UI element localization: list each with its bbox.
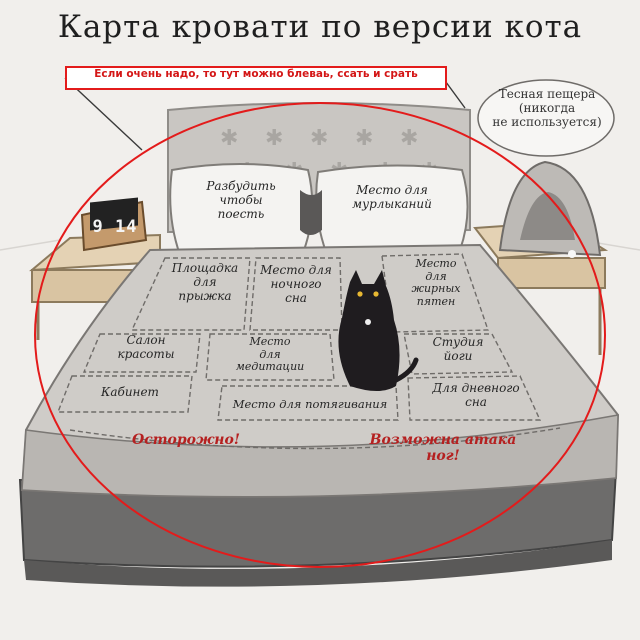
cave-label-bubble xyxy=(477,79,615,157)
zone-jump: Площадка для прыжка xyxy=(171,261,239,303)
svg-text:✱: ✱ xyxy=(400,126,418,151)
annotation-note: Если очень надо, то тут можно блеваь, сс… xyxy=(94,68,418,80)
zone-stretching: Место для потягивания xyxy=(232,397,388,411)
zone-night-sleep: Место для ночного сна xyxy=(260,263,332,305)
alarm-clock xyxy=(80,197,148,252)
zone-greasy-stains: Место для жирных пятен xyxy=(411,257,461,308)
cave-label: Тесная пещера (никогда не используется) xyxy=(492,87,602,129)
annotation-pointer xyxy=(64,77,143,151)
zone-day-sleep: Для дневного сна xyxy=(432,381,520,409)
zone-office: Кабинет xyxy=(101,385,159,399)
svg-text:✱: ✱ xyxy=(220,126,238,151)
zone-yoga: Студия йоги xyxy=(432,335,484,363)
note-box xyxy=(65,66,447,90)
bedspread xyxy=(20,243,620,498)
zone-purr: Место для мурлыканий xyxy=(352,183,432,211)
pillows xyxy=(169,163,469,258)
warning-careful: Осторожно! xyxy=(132,432,240,448)
clock-display: 9 14 xyxy=(92,217,138,237)
zone-wake-up: Разбудить чтобы поесть xyxy=(206,179,276,221)
svg-text:✱: ✱ xyxy=(265,126,283,151)
black-cat xyxy=(338,270,419,391)
svg-text:✱: ✱ xyxy=(355,126,373,151)
warning-leg-attack: Возможна атака ног! xyxy=(369,432,517,465)
zone-beauty-salon: Салон красоты xyxy=(117,333,175,361)
zone-meditation: Место для медитации xyxy=(235,335,305,374)
annotation-ellipse xyxy=(34,102,606,568)
page-title: Карта кровати по версии кота xyxy=(57,9,583,45)
svg-text:✱: ✱ xyxy=(310,126,328,151)
